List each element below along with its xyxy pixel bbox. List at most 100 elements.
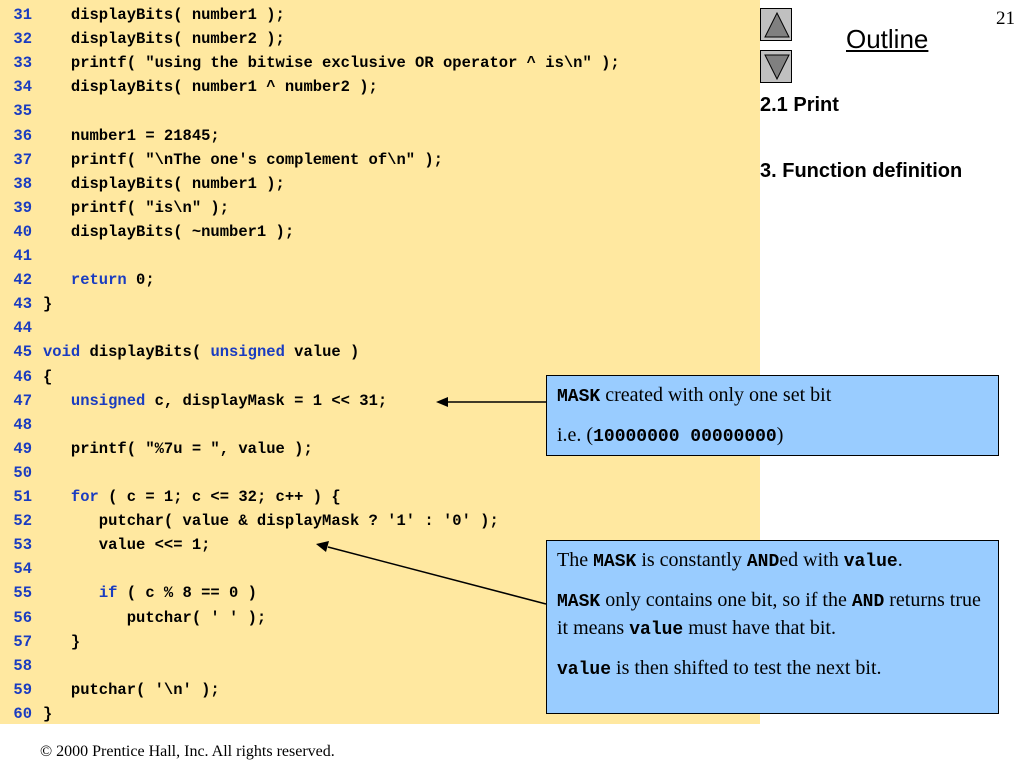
code-text: putchar( '\n' );	[43, 678, 220, 702]
code-token: printf( "using the bitwise exclusive OR …	[43, 54, 620, 73]
code-token: }	[43, 632, 81, 651]
code-token: value )	[284, 343, 360, 362]
code-text: for ( c = 1; c <= 32; c++ ) {	[43, 485, 341, 509]
line-number: 60	[13, 704, 32, 723]
code-token: number1 = 21845;	[43, 126, 220, 145]
code-text: displayBits( number1 );	[43, 3, 285, 27]
code-token: putchar( '\n' );	[43, 680, 220, 699]
code-text: number1 = 21845;	[43, 124, 220, 148]
code-keyword: for	[70, 488, 99, 506]
code-token: {	[43, 367, 53, 386]
code-text: displayBits( number2 );	[43, 27, 285, 51]
code-text: void displayBits( unsigned value )	[43, 340, 359, 364]
text: must have that bit.	[683, 617, 836, 639]
code-keyword: unsigned	[70, 391, 146, 410]
code-token: 0;	[126, 271, 155, 290]
code-token: displayBits( number1 );	[43, 174, 285, 193]
mask-arrowhead	[436, 397, 448, 407]
line-number: 53	[13, 536, 32, 555]
code-text: if ( c % 8 == 0 )	[43, 581, 257, 605]
ie-prefix: i.e. (	[557, 424, 594, 446]
outline-title[interactable]: Outline	[846, 24, 929, 54]
line-number: 32	[13, 30, 32, 49]
line-number: 43	[13, 295, 32, 314]
text: The	[557, 549, 594, 571]
line-number: 58	[13, 656, 32, 675]
line-number: 37	[13, 150, 32, 169]
and-keyword: AND	[746, 552, 780, 572]
code-token: ( c % 8 == 0 )	[117, 584, 257, 603]
code-text: unsigned c, displayMask = 1 << 31;	[43, 389, 387, 413]
line-number: 55	[13, 584, 32, 603]
line-number: 40	[13, 222, 32, 241]
line-number: 34	[13, 78, 32, 97]
code-text: printf( "\nThe one's complement of\n" );	[43, 148, 443, 172]
callout-paragraph-2: MASK only contains one bit, so if the AN…	[557, 587, 988, 643]
line-number: 45	[13, 343, 32, 362]
text: ed with	[779, 549, 844, 571]
code-token: displayBits( number2 );	[43, 30, 285, 49]
code-text: displayBits( number1 ^ number2 );	[43, 75, 378, 99]
mask-keyword: MASK	[557, 387, 601, 407]
line-number: 35	[13, 102, 32, 121]
code-token: printf( "%7u = ", value );	[43, 439, 313, 458]
triangle-down-icon	[764, 54, 790, 81]
line-number: 56	[13, 608, 32, 627]
code-token: displayBits( ~number1 );	[43, 222, 295, 241]
callout-paragraph-1: The MASK is constantly ANDed with value.	[557, 547, 988, 575]
line-number: 42	[13, 271, 32, 290]
code-keyword: return	[70, 271, 127, 290]
ie-suffix: )	[776, 424, 784, 446]
line-number: 39	[13, 198, 32, 217]
mask-keyword: MASK	[557, 592, 601, 612]
code-token: putchar( ' ' );	[43, 608, 267, 627]
value-keyword: value	[843, 552, 898, 572]
code-text: putchar( value & displayMask ? '1' : '0'…	[43, 509, 499, 533]
copyright-footer: © 2000 Prentice Hall, Inc. All rights re…	[40, 743, 335, 760]
code-text: {	[43, 365, 52, 389]
line-number: 51	[13, 488, 32, 506]
line-number: 38	[13, 174, 32, 193]
code-token: c, displayMask = 1 << 31;	[145, 391, 388, 410]
code-token: }	[43, 295, 53, 314]
code-keyword: void	[43, 343, 81, 362]
text: .	[897, 549, 903, 571]
code-keyword: unsigned	[210, 343, 285, 362]
value-keyword: value	[629, 620, 684, 640]
code-text: displayBits( number1 );	[43, 172, 285, 196]
code-token: ( c = 1; c <= 32; c++ ) {	[98, 488, 341, 506]
code-text: }	[43, 702, 52, 726]
line-number: 33	[13, 54, 32, 73]
line-number: 57	[13, 632, 32, 651]
code-token: displayBits( number1 ^ number2 );	[43, 78, 378, 97]
code-token: printf( "is\n" );	[43, 198, 230, 217]
code-token: }	[43, 704, 53, 723]
code-text: return 0;	[43, 268, 155, 292]
page-number: 21	[996, 8, 1015, 29]
mask-callout-text: created with only one set bit	[600, 384, 832, 406]
value-keyword: value	[557, 660, 612, 680]
outline-item-print: 2.1 Print	[760, 94, 839, 116]
next-slide-button[interactable]	[760, 50, 792, 83]
text: is constantly	[636, 549, 747, 571]
triangle-up-icon	[764, 11, 790, 38]
code-text: printf( "using the bitwise exclusive OR …	[43, 51, 620, 75]
code-panel: 31 displayBits( number1 ); 32 displayBits…	[0, 0, 760, 724]
line-number: 47	[13, 391, 32, 410]
line-number: 31	[13, 6, 32, 24]
text: returns true it means	[557, 589, 981, 639]
code-token: displayBits(	[80, 343, 211, 362]
line-number: 50	[13, 463, 32, 482]
mask-keyword: MASK	[593, 552, 637, 572]
callout-paragraph-3: value is then shifted to test the next b…	[557, 655, 988, 683]
code-token: value <<= 1;	[43, 536, 211, 555]
mask-callout: MASK created with only one set bit i.e. …	[546, 375, 999, 456]
mask-bits: 10000000 00000000	[593, 427, 777, 447]
shift-arrowhead	[316, 541, 329, 552]
line-number: 59	[13, 680, 32, 699]
and-keyword: AND	[851, 592, 885, 612]
previous-slide-button[interactable]	[760, 8, 792, 41]
code-text: displayBits( ~number1 );	[43, 220, 294, 244]
text: only contains one bit, so if the	[600, 589, 852, 611]
